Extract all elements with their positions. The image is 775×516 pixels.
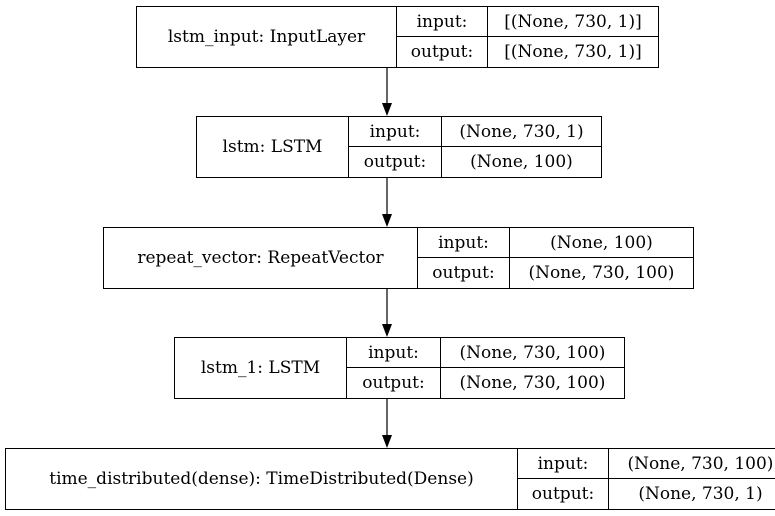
output-label: output: <box>362 373 425 393</box>
layer-name: lstm_input: InputLayer <box>137 7 397 67</box>
layer-node-repeat-vector: repeat_vector: RepeatVector input: outpu… <box>103 227 694 289</box>
input-shape: [(None, 730, 1)] <box>488 7 658 37</box>
layer-node-time-distributed: time_distributed(dense): TimeDistributed… <box>5 448 775 510</box>
input-label: input: <box>347 338 440 368</box>
layer-node-lstm-input: lstm_input: InputLayer input: output: [(… <box>136 6 659 68</box>
input-shape: (None, 730, 100) <box>609 449 775 479</box>
layer-name: repeat_vector: RepeatVector <box>104 228 418 288</box>
input-label: input: <box>518 449 608 479</box>
output-shape: (None, 730, 1) <box>638 484 763 504</box>
output-shape: (None, 730, 100) <box>459 373 606 393</box>
layer-name: lstm_1: LSTM <box>175 338 347 398</box>
output-label: output: <box>531 484 595 504</box>
layer-node-lstm-1: lstm_1: LSTM input: output: (None, 730, … <box>174 337 625 399</box>
output-shape: (None, 100) <box>470 152 573 172</box>
input-label: input: <box>418 228 509 258</box>
input-label: input: <box>349 117 441 147</box>
layer-node-lstm: lstm: LSTM input: output: (None, 730, 1)… <box>196 116 602 178</box>
output-label: output: <box>363 152 427 172</box>
edge-arrow-3 <box>382 399 392 448</box>
input-shape: (None, 100) <box>510 228 693 258</box>
edge-arrow-2 <box>382 289 392 337</box>
output-shape: [(None, 730, 1)] <box>504 42 642 62</box>
input-shape: (None, 730, 1) <box>442 117 601 147</box>
layer-name: time_distributed(dense): TimeDistributed… <box>6 449 518 509</box>
edge-arrow-0 <box>382 68 392 116</box>
output-label: output: <box>410 42 474 62</box>
input-shape: (None, 730, 100) <box>441 338 624 368</box>
input-label: input: <box>397 7 487 37</box>
output-label: output: <box>432 263 495 283</box>
layer-name: lstm: LSTM <box>197 117 349 177</box>
edge-arrow-1 <box>382 178 392 227</box>
output-shape: (None, 730, 100) <box>528 263 675 283</box>
